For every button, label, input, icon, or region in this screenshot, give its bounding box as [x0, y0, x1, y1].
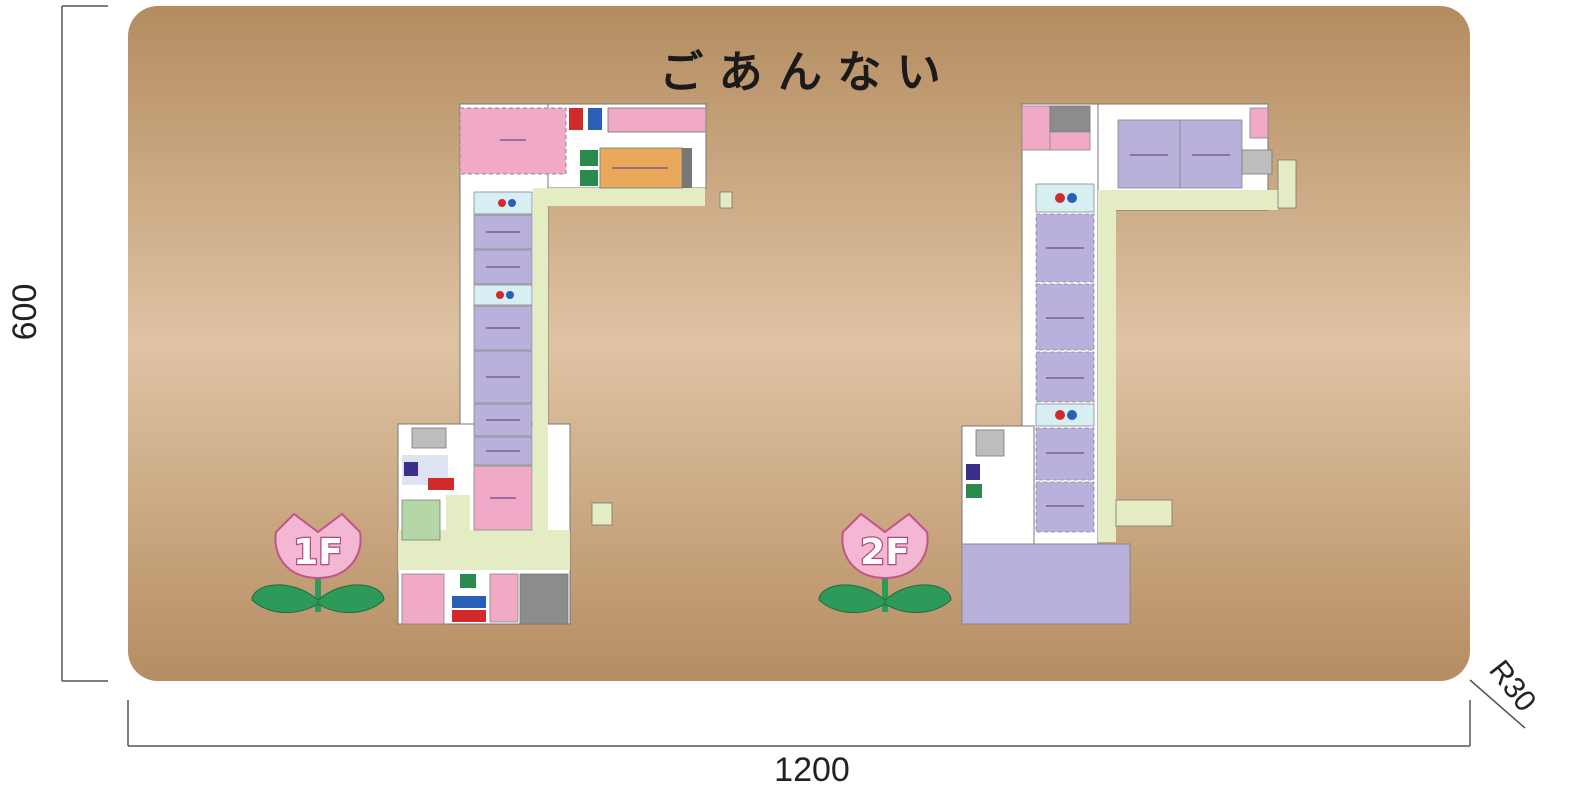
- dimension-lines: [61, 5, 1526, 747]
- emergency-exit-icon: [966, 484, 982, 498]
- floor-label-2f: 2F: [860, 532, 910, 573]
- toilet-female-icon: [569, 108, 583, 130]
- toilet-male-icon: [506, 291, 514, 299]
- room-1f-bottom-pink: [401, 573, 445, 625]
- floor-plan-2f: [961, 103, 1297, 625]
- toilet-male-icon: [452, 596, 486, 608]
- room-2f-top-gray: [1049, 105, 1091, 133]
- wheelchair-icon: [460, 574, 476, 588]
- stairs-icon: [975, 429, 1005, 457]
- board-title: ご あ ん な い: [659, 47, 940, 98]
- room-1f-gray: [519, 573, 569, 625]
- stairs-icon: [719, 191, 733, 209]
- room-1f-bottom-pink-2: [489, 573, 519, 623]
- toilet-male-icon: [508, 199, 516, 207]
- classroom-2f: [1035, 351, 1095, 403]
- toilet-female-icon: [452, 610, 486, 622]
- toilet-female-icon: [496, 291, 504, 299]
- stairs-icon: [591, 502, 613, 526]
- classroom-2f: [1035, 481, 1095, 533]
- classroom-1f: [473, 249, 533, 285]
- emergency-exit-icon: [428, 478, 454, 490]
- entrance-ramp: [401, 499, 441, 541]
- toilet-male-icon: [1067, 410, 1077, 420]
- toilet-male-icon: [588, 108, 602, 130]
- tulip-1f-marker: 1F: [251, 512, 385, 614]
- stairs-icon: [1277, 159, 1297, 209]
- hall-2f: [961, 543, 1131, 625]
- room-2f-top-pink-2: [1049, 131, 1091, 151]
- toilet-female-icon: [498, 199, 506, 207]
- toilet-female-icon: [1055, 410, 1065, 420]
- toilet-male-icon: [1067, 193, 1077, 203]
- floor-label-1f: 1F: [293, 532, 343, 573]
- classroom-2f: [1179, 119, 1243, 189]
- wheelchair-icon: [404, 462, 418, 476]
- width-dimension-label: 1200: [774, 751, 850, 789]
- room-1f-top-right: [607, 107, 707, 133]
- toilet-female-icon: [1055, 193, 1065, 203]
- radius-dimension-label: R30: [1483, 654, 1543, 718]
- wheelchair-icon: [966, 464, 980, 480]
- room-2f-top-right: [1249, 107, 1269, 139]
- stairs-icon: [411, 427, 447, 449]
- wheelchair-icon: [580, 150, 598, 166]
- classroom-2f: [1035, 283, 1095, 351]
- classroom-2f: [1117, 119, 1181, 189]
- floor-plan-1f: [397, 103, 733, 625]
- stairs-icon: [1241, 149, 1273, 175]
- room-2f-top-left: [1021, 105, 1051, 151]
- tulip-2f-marker: 2F: [818, 512, 952, 614]
- room-1f-top-left: [459, 107, 567, 175]
- classroom-2f: [1035, 427, 1095, 481]
- emergency-exit-icon: [580, 170, 598, 186]
- height-dimension-label: 600: [6, 284, 44, 341]
- guide-board: [128, 6, 1470, 681]
